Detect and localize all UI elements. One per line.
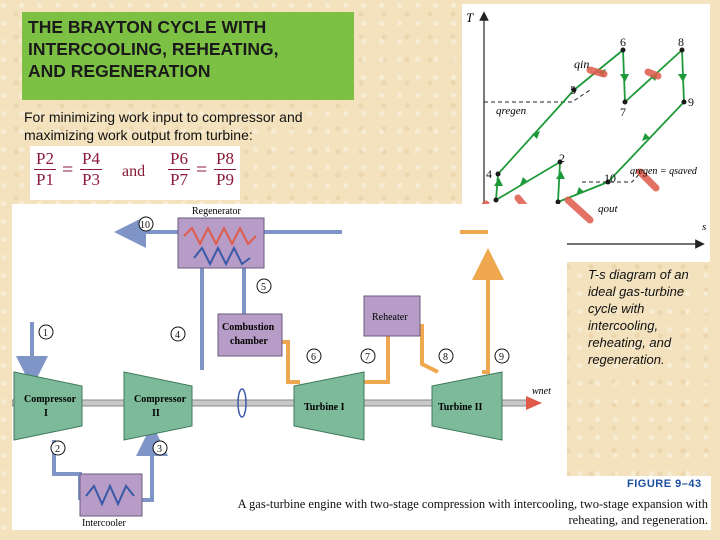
compressor1-label-line2: I [44,408,48,419]
ts-diagram-caption: T-s diagram of an ideal gas-turbine cycl… [588,267,689,367]
state-points [493,47,687,205]
qregen-label: qregen [496,105,527,117]
equals-sign: = [196,159,208,181]
title-line-1: THE BRAYTON CYCLE WITH [28,17,267,37]
combustion-label-line2: chamber [230,336,268,347]
fraction-numerator: P6 [168,149,190,170]
qregen-dashed-line [484,89,591,103]
fraction-p4-p3: P4 P3 [80,149,102,190]
qsaved-dashed-line [582,168,645,183]
compressor2-label-line2: II [152,408,160,419]
wnet-arrow-icon [526,396,542,410]
figure-caption: A gas-turbine engine with two-stage comp… [170,496,708,528]
fraction-denominator: P1 [36,170,54,189]
combustion-chamber-box [217,313,283,357]
regenerator-label: Regenerator [192,206,242,217]
caption-box [567,476,711,530]
turbine-1 [293,371,365,441]
figure-caption-line2: reheating, and regeneration. [568,513,708,527]
fraction-numerator: P2 [34,149,56,170]
svg-text:7: 7 [620,105,626,119]
svg-text:7: 7 [365,352,370,363]
pressure-ratio-formula: P2 P1 = P4 P3 and P6 P7 = P8 P9 [30,146,240,200]
formula-and: and [122,163,146,180]
regenerator-hot-coil [183,225,257,247]
state-labels: 1 2 3 4 5 6 7 8 9 10 [486,35,694,219]
svg-text:8: 8 [678,35,684,49]
combustion-label-line1: Combustion [222,322,275,333]
svg-text:1: 1 [43,328,48,339]
figure-label: FIGURE 9–43 [627,478,702,490]
fraction-p6-p7: P6 P7 [168,149,190,190]
state-number-markers: 1 2 3 4 5 6 7 8 9 10 [38,216,510,456]
qout-label: qout [598,203,619,215]
fraction-numerator: P8 [214,149,236,170]
svg-text:3: 3 [157,444,162,455]
reheater-label: Reheater [372,312,408,323]
fraction-denominator: P3 [82,170,100,189]
turbine1-label: Turbine I [304,402,345,413]
svg-text:5: 5 [261,282,266,293]
svg-text:9: 9 [688,95,694,109]
s-axis-label: s [702,221,706,233]
intro-text: For minimizing work input to compressor … [24,109,303,143]
svg-text:2: 2 [55,444,60,455]
svg-text:10: 10 [140,220,150,231]
fraction-denominator: P9 [216,170,234,189]
t-axis-label: T [466,10,474,25]
turbine-2 [431,371,503,441]
compressor-1 [13,371,83,441]
fraction-p8-p9: P8 P9 [214,149,236,190]
svg-text:10: 10 [604,171,616,185]
compressor2-label-line1: Compressor [134,394,187,405]
shaft-rotation-icon [237,388,247,418]
fraction-denominator: P7 [170,170,188,189]
engine-schematic: Regenerator Combustion chamber Reheater … [11,206,551,529]
svg-text:9: 9 [499,352,504,363]
wnet-label: wnet [532,386,551,397]
cold-streams [16,216,342,502]
svg-text:6: 6 [311,352,316,363]
ts-diagram: T s [466,10,706,249]
regenerator-cold-coil [193,245,251,267]
compressor1-label-line1: Compressor [24,394,77,405]
svg-text:5: 5 [570,83,576,97]
fraction-p2-p1: P2 P1 [34,149,56,190]
equals-sign: = [62,159,74,181]
title-line-3: AND REGENERATION [28,61,211,81]
figure-caption-line1: A gas-turbine engine with two-stage comp… [237,497,708,511]
qregen-qsaved-label: qregen = qsaved [630,166,698,177]
compressor-2 [123,371,193,441]
regenerator-box [177,217,265,269]
svg-text:2: 2 [559,151,565,165]
caption-strip [165,492,567,530]
svg-text:6: 6 [620,35,626,49]
qin-label: qin [574,57,589,71]
intercooler-coil [85,483,135,507]
reheater-box [363,295,421,337]
title-line-2: INTERCOOLING, REHEATING, [28,39,279,59]
intercooler-box [79,473,143,517]
slide-title: THE BRAYTON CYCLE WITH INTERCOOLING, REH… [22,12,354,100]
svg-text:4: 4 [486,167,492,181]
fraction-numerator: P4 [80,149,102,170]
turbine2-label: Turbine II [438,402,482,413]
svg-text:8: 8 [443,352,448,363]
intercooler-label: Intercooler [82,518,127,529]
svg-text:4: 4 [175,330,180,341]
engine-schematic-panel: Regenerator Combustion chamber Reheater … [11,204,567,530]
